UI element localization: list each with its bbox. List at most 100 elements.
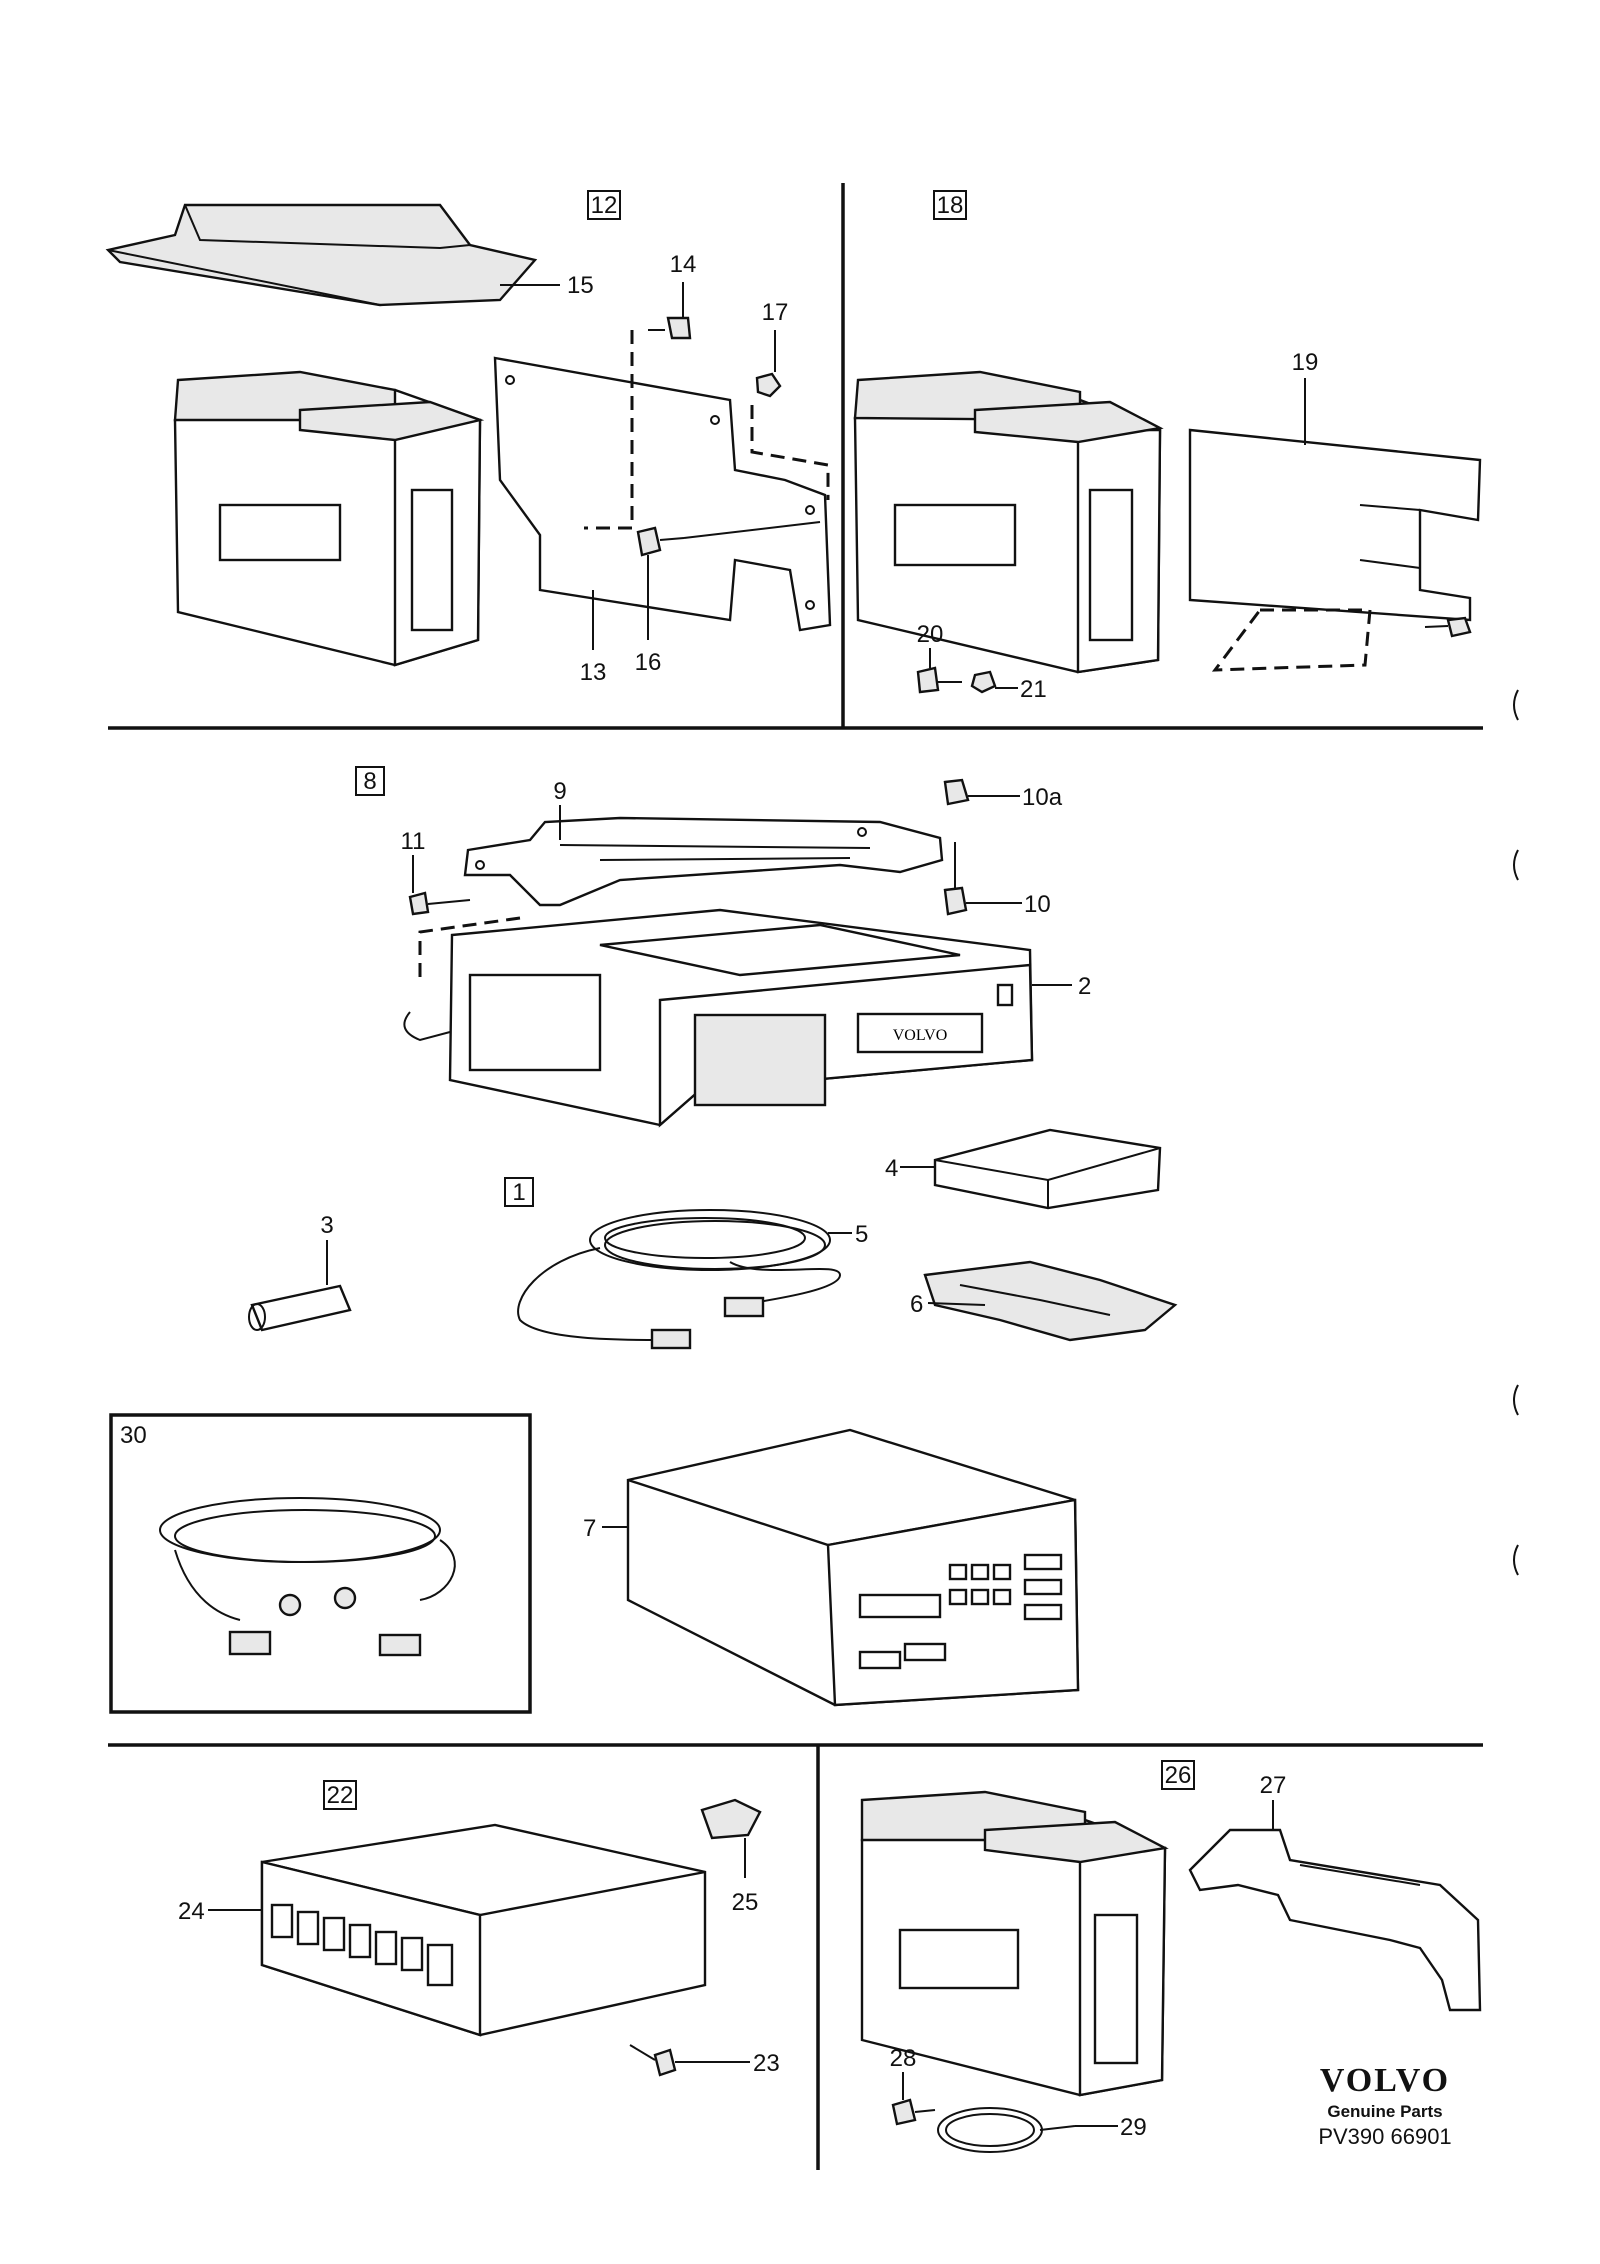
catalog-code: PV390 66901 bbox=[1318, 2124, 1452, 2149]
part-5-cable bbox=[517, 1209, 842, 1350]
ecu-unit-26 bbox=[860, 1790, 1169, 2097]
callout-10a: 10a bbox=[968, 784, 1063, 811]
callout-24: 24 bbox=[178, 1898, 262, 1925]
callout-28: 28 bbox=[890, 2045, 917, 2100]
box-label-30: 30 bbox=[120, 1422, 147, 1449]
part-30-cable bbox=[159, 1497, 456, 1657]
box-label-22: 22 bbox=[323, 1780, 357, 1810]
part-23-screw bbox=[629, 2044, 677, 2077]
callout-20: 20 bbox=[917, 621, 944, 668]
brand-subtitle: Genuine Parts bbox=[1327, 2102, 1443, 2121]
part-19-screw bbox=[1424, 616, 1472, 638]
callout-4: 4 bbox=[885, 1155, 935, 1182]
part-25-knob bbox=[700, 1798, 762, 1840]
part-10-screw bbox=[943, 842, 968, 916]
svg-text:26: 26 bbox=[1165, 1762, 1192, 1789]
box-label-8: 8 bbox=[355, 766, 385, 796]
part-3-fuse bbox=[248, 1284, 352, 1332]
svg-text:22: 22 bbox=[327, 1782, 354, 1809]
callout-2: 2 bbox=[1032, 973, 1091, 1000]
ecu-unit-12 bbox=[173, 370, 485, 667]
svg-text:12: 12 bbox=[591, 192, 618, 219]
box-label-12: 12 bbox=[587, 190, 621, 220]
svg-text:27: 27 bbox=[1260, 1772, 1287, 1799]
callout-17: 17 bbox=[762, 299, 789, 372]
device-badge: VOLVO bbox=[893, 1027, 948, 1044]
callout-27: 27 bbox=[1260, 1772, 1287, 1830]
part-9-bracket bbox=[463, 816, 944, 907]
part-11-screw bbox=[408, 891, 471, 916]
callout-13: 13 bbox=[580, 590, 607, 686]
part-6-pads bbox=[923, 1260, 1178, 1342]
svg-text:18: 18 bbox=[937, 192, 964, 219]
callout-14: 14 bbox=[670, 251, 697, 318]
dash-19 bbox=[1211, 608, 1372, 672]
svg-text:20: 20 bbox=[917, 621, 944, 648]
dash-17 bbox=[750, 405, 830, 500]
svg-text:28: 28 bbox=[890, 2045, 917, 2072]
volvo-genuine-parts-badge: VOLVO Genuine Parts PV390 66901 bbox=[1305, 2062, 1465, 2150]
svg-text:21: 21 bbox=[1020, 676, 1047, 703]
part-27-bracket bbox=[1188, 1828, 1482, 2012]
part-17-nut bbox=[755, 372, 782, 398]
callout-25: 25 bbox=[732, 1838, 759, 1916]
brand-logo: VOLVO bbox=[1319, 2062, 1451, 2099]
callout-19: 19 bbox=[1292, 349, 1319, 445]
svg-text:7: 7 bbox=[583, 1515, 596, 1542]
dash-14 bbox=[584, 330, 634, 530]
svg-text:24: 24 bbox=[178, 1898, 205, 1925]
part-19-bracket bbox=[1188, 428, 1482, 622]
callout-15: 15 bbox=[567, 272, 594, 299]
callout-5: 5 bbox=[828, 1221, 868, 1248]
callout-21: 21 bbox=[995, 676, 1047, 703]
svg-text:2: 2 bbox=[1078, 973, 1091, 1000]
box-label-26: 26 bbox=[1161, 1760, 1195, 1790]
svg-text:9: 9 bbox=[553, 778, 566, 805]
svg-text:17: 17 bbox=[762, 299, 789, 326]
callout-29: 29 bbox=[1075, 2114, 1147, 2141]
svg-text:4: 4 bbox=[885, 1155, 898, 1182]
group-30-frame bbox=[109, 1413, 532, 1714]
ecu-unit-18 bbox=[853, 370, 1164, 674]
svg-text:8: 8 bbox=[363, 768, 376, 795]
box-label-18: 18 bbox=[933, 190, 967, 220]
svg-text:16: 16 bbox=[635, 649, 662, 676]
callout-16: 16 bbox=[635, 555, 662, 676]
callout-6: 6 bbox=[910, 1291, 986, 1318]
svg-text:10a: 10a bbox=[1022, 784, 1063, 811]
svg-text:5: 5 bbox=[855, 1221, 868, 1248]
part-13-bracket bbox=[493, 356, 832, 632]
part-29-tie bbox=[937, 2107, 1076, 2153]
svg-text:1: 1 bbox=[512, 1179, 525, 1206]
svg-text:10: 10 bbox=[1024, 891, 1051, 918]
callout-3: 3 bbox=[320, 1212, 334, 1285]
part-7-unit bbox=[626, 1428, 1080, 1707]
callout-11: 11 bbox=[401, 828, 426, 893]
part-21-nut bbox=[970, 670, 997, 694]
head-unit-2: VOLVO bbox=[403, 908, 1034, 1128]
svg-text:25: 25 bbox=[732, 1889, 759, 1916]
svg-text:11: 11 bbox=[401, 828, 426, 855]
callout-10: 10 bbox=[966, 891, 1051, 918]
svg-text:13: 13 bbox=[580, 659, 607, 686]
part-14-screw bbox=[648, 316, 692, 340]
svg-text:14: 14 bbox=[670, 251, 697, 278]
part-20-bolt bbox=[916, 666, 962, 694]
svg-text:23: 23 bbox=[753, 2050, 780, 2077]
part-28-screw bbox=[891, 2098, 936, 2126]
part-16-bolt bbox=[636, 521, 821, 557]
callout-9: 9 bbox=[553, 778, 567, 840]
svg-text:15: 15 bbox=[567, 272, 594, 299]
callout-7: 7 bbox=[583, 1515, 628, 1542]
svg-text:29: 29 bbox=[1120, 2114, 1147, 2141]
svg-text:3: 3 bbox=[320, 1212, 333, 1239]
callout-23: 23 bbox=[675, 2050, 780, 2077]
scan-marks bbox=[1513, 689, 1519, 1576]
part-10a-nut bbox=[943, 778, 970, 806]
svg-text:6: 6 bbox=[910, 1291, 923, 1318]
part-4-module bbox=[933, 1128, 1162, 1210]
dash-11 bbox=[418, 916, 521, 980]
part-24-unit bbox=[260, 1823, 707, 2037]
svg-text:19: 19 bbox=[1292, 349, 1319, 376]
